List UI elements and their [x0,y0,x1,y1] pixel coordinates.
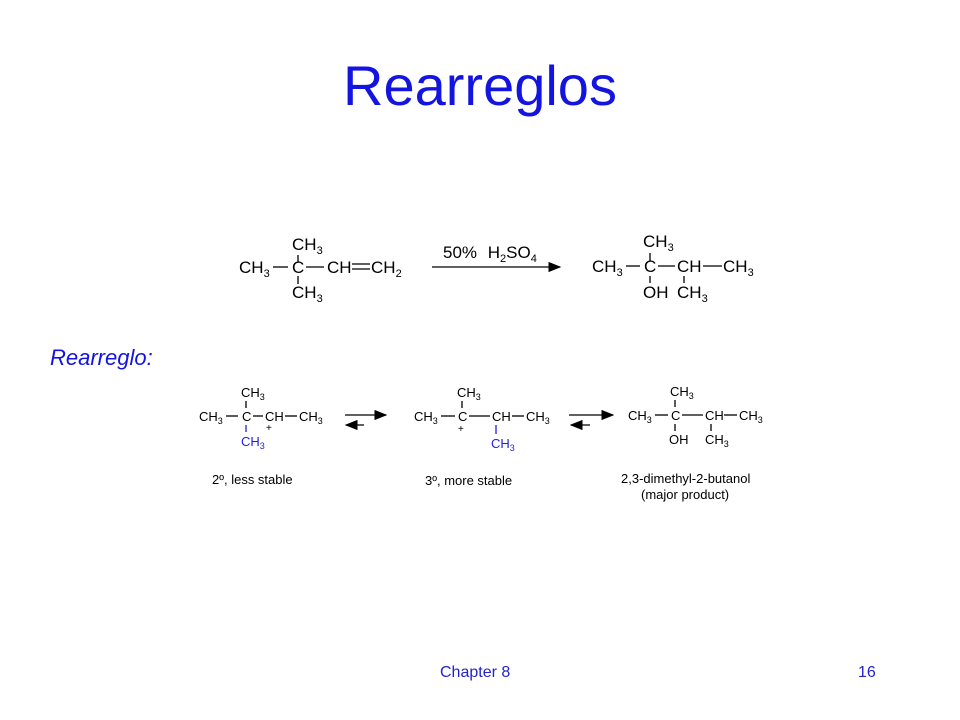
svg-text:CH3: CH3 [592,257,623,279]
svg-text:CH3: CH3 [292,235,323,257]
svg-text:C: C [671,408,680,423]
svg-text:CH3: CH3 [628,408,652,425]
svg-text:CH: CH [677,257,702,276]
svg-text:CH3: CH3 [643,232,674,254]
svg-text:C: C [292,258,304,277]
svg-text:CH3: CH3 [677,283,708,305]
svg-text:+: + [458,424,464,435]
caption-product-note: (major product) [641,487,729,502]
caption-tertiary: 3º, more stable [425,473,512,488]
svg-text:CH3: CH3 [739,408,763,425]
svg-text:CH2: CH2 [371,258,402,280]
svg-text:CH3: CH3 [723,257,754,279]
svg-text:C: C [458,409,467,424]
slide-title: Rearreglos [343,54,617,117]
svg-text:CH: CH [492,409,511,424]
reagent-label: 50% H2SO4 [443,243,537,265]
page-number: 16 [858,664,876,681]
caption-product-name: 2,3-dimethyl-2-butanol [621,471,750,486]
svg-text:CH3: CH3 [457,385,481,402]
svg-text:50% H2SO4: 50% H2SO4 [443,243,537,265]
svg-text:CH3: CH3 [299,409,323,426]
svg-text:CH3: CH3 [241,434,265,451]
equilibrium-arrow-1 [344,409,388,431]
svg-text:CH: CH [705,408,724,423]
product-molecule: CH3 CH3 C CH CH3 OH CH3 [592,232,754,305]
svg-text:CH3: CH3 [526,409,550,426]
svg-text:C: C [644,257,656,276]
footer-chapter: Chapter 8 [440,664,511,681]
reagent-prefix: 50% [443,243,477,262]
svg-text:CH3: CH3 [241,385,265,402]
svg-text:C: C [242,409,251,424]
svg-text:CH: CH [327,258,352,277]
svg-text:CH3: CH3 [239,258,270,280]
svg-text:CH3: CH3 [199,409,223,426]
svg-text:CH: CH [265,409,284,424]
tertiary-carbocation: CH3 CH3 C CH CH3 + CH3 [414,385,550,453]
svg-text:CH3: CH3 [292,283,323,305]
svg-text:CH3: CH3 [491,436,515,453]
equilibrium-arrow-2 [569,409,615,431]
svg-text:OH: OH [669,432,689,447]
svg-text:+: + [266,423,272,434]
alcohol-product: CH3 CH3 C CH CH3 OH CH3 [628,384,763,449]
svg-text:CH3: CH3 [670,384,694,401]
reactant-molecule: CH3 CH3 C CH CH2 CH3 [239,235,402,305]
caption-secondary: 2º, less stable [212,472,293,487]
rearrangement-label: Rearreglo: [50,345,153,370]
svg-text:OH: OH [643,283,669,302]
svg-text:CH3: CH3 [705,432,729,449]
secondary-carbocation: CH3 CH3 C CH CH3 + CH3 [199,385,323,451]
svg-text:CH3: CH3 [414,409,438,426]
